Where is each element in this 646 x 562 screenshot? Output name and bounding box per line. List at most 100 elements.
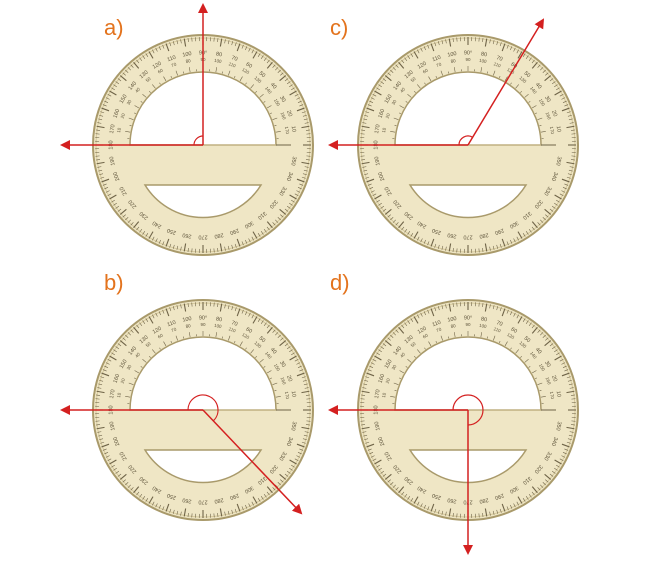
scale-tick [559, 193, 564, 196]
scale-label: 250 [431, 492, 442, 501]
scale-tick [531, 324, 535, 329]
scale-tick [105, 362, 110, 365]
angle-arc [187, 394, 219, 422]
scale-tick [516, 49, 519, 54]
scale-label: 210 [384, 185, 394, 196]
scale-label: 320 [268, 198, 279, 209]
inner-tick [414, 356, 416, 358]
scale-tick [280, 337, 284, 341]
scale-tick [266, 326, 273, 334]
scale-tick [289, 202, 293, 206]
scale-tick [115, 470, 120, 474]
scale-tick [133, 486, 140, 494]
inner-tick [537, 382, 543, 385]
scale-tick [361, 161, 370, 165]
inner-tick [259, 358, 264, 363]
scale-tick [570, 394, 575, 396]
scale-tick [305, 159, 310, 161]
scale-tick [395, 329, 399, 333]
scale-tick [556, 87, 560, 91]
scale-tick [279, 473, 287, 480]
scale-tick [545, 479, 549, 483]
scale-label: 30 [543, 95, 551, 103]
scale-tick [489, 304, 491, 309]
scale-tick [304, 387, 309, 389]
scale-tick [387, 72, 391, 76]
inner-tick [414, 91, 416, 93]
scale-tick [172, 244, 175, 249]
scale-label: 30 [278, 360, 286, 368]
inner-label: 50 [410, 76, 417, 83]
scale-tick [257, 498, 261, 502]
scale-tick [554, 355, 562, 361]
scale-tick [501, 43, 506, 52]
inner-tick [407, 358, 412, 363]
scale-tick [382, 343, 387, 347]
inner-tick [499, 340, 501, 344]
scale-tick [289, 194, 297, 200]
scale-tick [513, 312, 516, 317]
scale-tick [545, 214, 549, 218]
scale-label: 230 [404, 475, 415, 486]
scale-tick [437, 509, 440, 514]
scale-tick [162, 241, 165, 246]
inner-tick [515, 349, 520, 354]
scale-tick [251, 49, 254, 54]
scale-tick [99, 114, 104, 117]
scale-label: 350 [289, 421, 297, 431]
scale-tick [304, 122, 309, 124]
scale-tick [363, 434, 368, 437]
inner-label: 40 [399, 86, 406, 93]
scale-tick [492, 40, 495, 45]
scale-tick [291, 352, 295, 356]
scale-tick [561, 443, 570, 448]
scale-tick [125, 482, 129, 486]
scale-tick [395, 64, 399, 68]
scale-tick [382, 473, 387, 477]
scale-tick [570, 424, 575, 426]
angle-arc [452, 394, 484, 426]
scale-tick [417, 501, 420, 506]
scale-tick [165, 308, 170, 317]
inner-tick [245, 82, 247, 85]
scale-tick [136, 491, 140, 496]
scale-tick [296, 178, 305, 183]
scale-tick [187, 512, 189, 517]
scale-tick [277, 334, 281, 338]
inner-tick [275, 395, 281, 398]
inner-label: 170 [284, 126, 290, 135]
scale-tick [241, 241, 244, 246]
inner-tick [504, 341, 508, 347]
scale-tick [484, 38, 488, 47]
scale-label: 50 [523, 336, 532, 345]
scale-tick [540, 332, 544, 336]
inner-tick [480, 67, 483, 73]
scale-label: 110 [167, 55, 177, 64]
scale-label: 300 [508, 219, 519, 229]
scale-tick [260, 55, 264, 59]
scale-tick [569, 166, 574, 168]
scale-tick [448, 38, 452, 47]
scale-tick [510, 311, 513, 316]
scale-label: 280 [214, 231, 224, 239]
inner-label: 50 [410, 341, 417, 348]
scale-tick [291, 199, 295, 203]
scale-tick [531, 59, 535, 64]
scale-tick [231, 244, 234, 249]
inner-tick [159, 347, 161, 350]
scale-tick [365, 111, 370, 114]
scale-tick [522, 53, 526, 57]
scale-tick [294, 458, 299, 461]
scale-tick [516, 236, 519, 241]
scale-tick [562, 100, 567, 103]
scale-label: 230 [404, 210, 415, 221]
scale-tick [303, 118, 308, 121]
scale-label: 240 [152, 484, 163, 494]
scale-tick [260, 320, 264, 324]
scale-tick [127, 484, 131, 488]
scale-tick [286, 470, 291, 474]
scale-tick [97, 166, 102, 168]
scale-tick [257, 233, 261, 237]
